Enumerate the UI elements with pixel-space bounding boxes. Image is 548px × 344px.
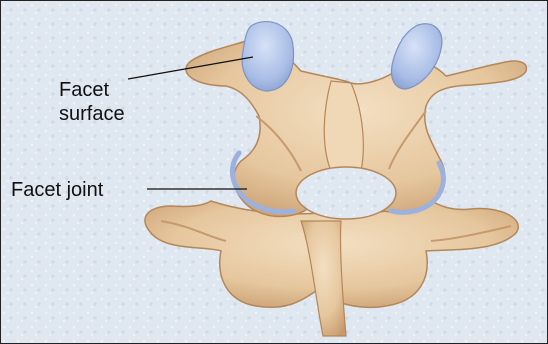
facet-surface-label-line-1: Facet bbox=[59, 78, 169, 102]
facet-surface-left bbox=[242, 22, 293, 91]
facet-joint-label: Facet joint bbox=[11, 178, 103, 202]
spinal-canal bbox=[296, 167, 396, 219]
facet-surface-label-line-2: surface bbox=[59, 102, 169, 126]
facet-surface-label: Facet surface bbox=[59, 78, 169, 126]
